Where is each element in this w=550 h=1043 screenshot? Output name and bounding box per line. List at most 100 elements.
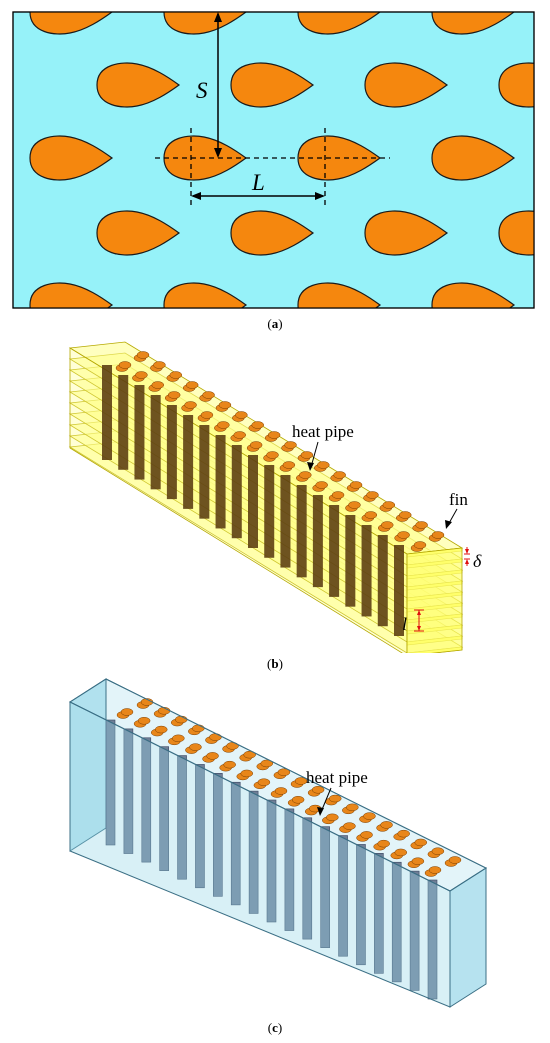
heat-pipe-top <box>346 803 359 812</box>
heat-pipe-top <box>294 777 308 785</box>
heat-pipe-top <box>414 838 428 847</box>
heat-pipe-array <box>102 351 445 636</box>
heat-pipe-top <box>343 822 356 830</box>
heat-pipe-b <box>280 475 291 568</box>
heat-pipe-b <box>102 365 112 460</box>
heat-pipe-top <box>243 750 256 759</box>
caption-a: (a) <box>267 316 283 331</box>
heat-pipe-c <box>374 853 384 974</box>
heat-pipe-top <box>136 351 150 359</box>
heat-pipe-top <box>364 511 378 519</box>
heat-pipe-top <box>428 866 442 874</box>
heat-pipe-c <box>338 835 348 957</box>
heat-pipe-top <box>284 441 297 449</box>
heat-pipe-b <box>394 545 404 636</box>
heat-pipe-top <box>366 491 379 499</box>
heat-pipe-top <box>233 431 246 439</box>
heat-pipe-top <box>153 361 166 369</box>
heat-pipe-top <box>277 768 291 776</box>
heat-pipe-top <box>299 471 312 479</box>
heat-pipe-c <box>159 746 169 871</box>
panel-a-diagram: S L <box>12 11 535 309</box>
heat-pipe-top <box>333 471 346 479</box>
heat-pipe-top <box>217 421 230 429</box>
heat-pipe-top <box>382 501 396 509</box>
label-fin: fin <box>449 490 468 509</box>
heat-pipe-top <box>377 839 390 848</box>
heat-pipe-top <box>169 371 183 379</box>
heat-pipe-top <box>363 812 376 820</box>
heat-pipe-c <box>391 861 402 983</box>
label-delta: δ <box>473 551 482 571</box>
heat-pipe-top <box>154 725 168 734</box>
fin-thickness-delta <box>464 547 470 566</box>
panel-c: heat pipe <box>0 672 550 1017</box>
heat-pipe-top <box>328 794 342 803</box>
heat-pipe-c <box>141 737 152 863</box>
heat-pipe-c <box>284 808 295 931</box>
heat-pipe-top <box>184 401 197 409</box>
heat-pipe-top <box>431 847 445 855</box>
heat-pipe-top <box>189 743 202 751</box>
heat-pipe-top <box>260 759 274 768</box>
heat-pipe-top <box>360 831 373 839</box>
heat-pipe-top <box>274 787 288 795</box>
heat-pipe-b <box>199 425 210 519</box>
caption-b: (b) <box>267 656 283 671</box>
fin-pitch-l <box>414 609 424 632</box>
heat-pipe-top <box>397 829 410 838</box>
heat-pipe-top <box>209 733 222 741</box>
heat-pipe-top <box>174 715 188 724</box>
heat-pipe-top <box>120 708 134 716</box>
heat-pipe-b <box>118 375 129 470</box>
heat-pipe-top <box>397 531 410 539</box>
heat-pipe-top <box>192 724 205 733</box>
heat-pipe-top <box>251 421 264 429</box>
heat-pipe-top <box>380 821 393 829</box>
heat-pipe-top <box>223 760 236 769</box>
label-heat-pipe-c: heat pipe <box>306 768 368 787</box>
heat-pipe-c <box>356 844 366 966</box>
heat-pipe-b <box>166 405 177 500</box>
teardrop-pipe <box>498 210 534 256</box>
heat-pipe-c <box>195 764 205 889</box>
panel-b: heat pipe fin δ l <box>0 335 550 653</box>
heat-pipe-top <box>291 796 305 804</box>
heat-pipe-b <box>134 385 145 480</box>
heat-pipe-b <box>329 505 340 597</box>
channel-box <box>68 678 488 1008</box>
heat-pipe-c <box>302 817 313 940</box>
heat-pipe-top <box>267 431 281 439</box>
heat-pipe-c <box>266 799 277 923</box>
heat-pipe-top <box>202 391 215 399</box>
heat-pipe-top <box>226 742 239 750</box>
heat-pipe-top <box>185 381 199 389</box>
heat-pipe-top <box>167 391 181 399</box>
heat-pipe-top <box>411 857 425 865</box>
heat-pipe-c <box>213 773 223 897</box>
heat-pipe-b <box>215 435 226 529</box>
heat-pipe-top <box>135 371 148 379</box>
heat-pipe-top <box>315 481 328 489</box>
heat-pipe-c <box>105 719 116 846</box>
heat-pipe-c <box>427 879 438 1000</box>
heat-pipe-top <box>326 813 339 822</box>
heat-pipe-top <box>266 451 279 459</box>
heat-pipe-c <box>409 870 420 991</box>
heat-pipe-b <box>264 465 275 558</box>
heat-pipe-top <box>218 401 232 409</box>
heat-pipe-c <box>123 728 134 854</box>
heat-pipe-top <box>200 411 214 419</box>
heat-pipe-b <box>150 395 161 490</box>
heat-pipe-top <box>431 531 445 539</box>
heat-pipe-top <box>348 501 361 509</box>
heat-pipe-b <box>312 495 323 588</box>
heat-pipe-top <box>398 511 412 519</box>
heat-pipe-c <box>230 781 241 906</box>
heat-pipe-top <box>300 451 314 459</box>
caption-c: (c) <box>267 1020 283 1035</box>
heat-pipe-top <box>415 521 428 529</box>
heat-pipe-top <box>235 411 248 419</box>
heat-pipe-top <box>206 752 219 760</box>
heat-pipe-top <box>240 769 254 778</box>
